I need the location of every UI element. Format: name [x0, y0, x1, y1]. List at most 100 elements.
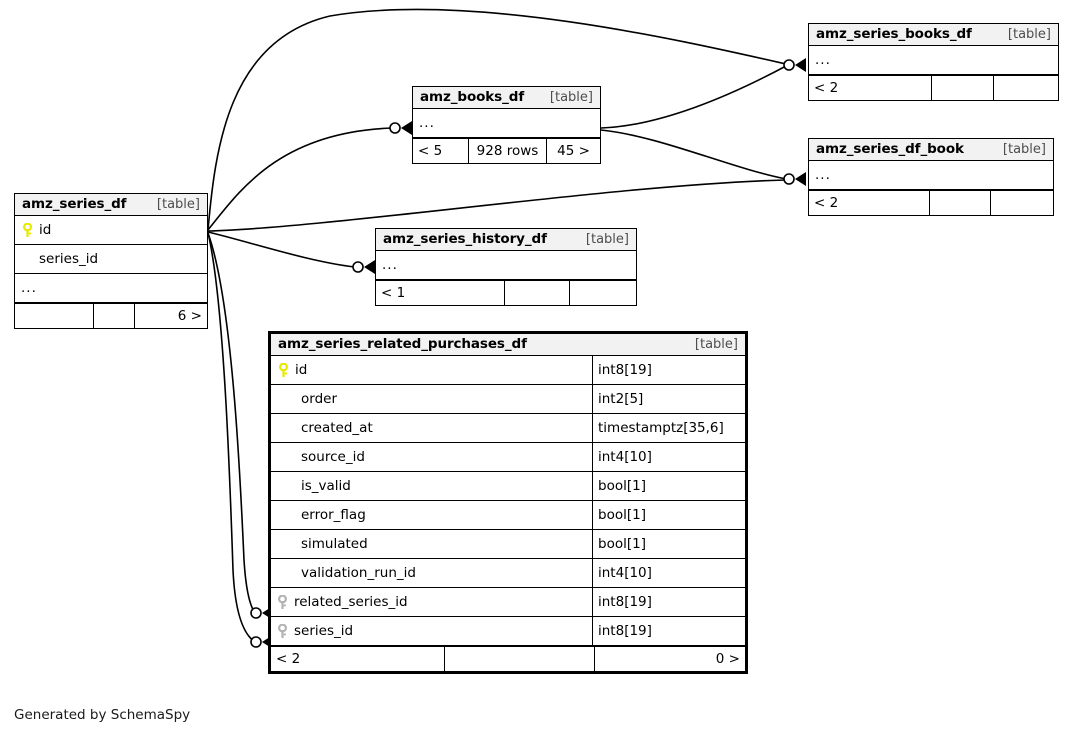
footer-rowcount [929, 191, 990, 215]
table-row: ... [376, 251, 636, 280]
table-footer: < 1 [376, 280, 636, 305]
column-type: bool[1] [592, 501, 745, 529]
column-label: id [295, 362, 308, 378]
table-row[interactable]: id int8[19] [271, 356, 745, 385]
column-type: int2[5] [592, 385, 745, 413]
footer-parents: < 1 [381, 285, 406, 301]
table-tag: [table] [549, 89, 593, 105]
footer-parents: < 5 [418, 143, 443, 159]
column-type: int4[10] [592, 559, 745, 587]
column-type: int8[19] [592, 617, 745, 645]
column-name-cell: id [15, 222, 207, 238]
table-row[interactable]: id [15, 216, 207, 245]
edge-books-to-series-df-book [600, 129, 787, 180]
footer-rowcount [504, 281, 569, 305]
more-columns-ellipsis: ... [21, 280, 37, 296]
footer-rowcount [444, 647, 594, 671]
table-node-amz-series-df-book[interactable]: amz_series_df_book [table] ... < 2 [808, 138, 1054, 216]
table-header: amz_series_df [table] [15, 194, 207, 216]
generated-by-credit: Generated by SchemaSpy [14, 707, 191, 723]
footer-children: 0 > [594, 647, 745, 671]
table-row[interactable]: validation_run_id int4[10] [271, 559, 745, 588]
table-node-amz-series-df[interactable]: amz_series_df [table] id series_id ... [14, 193, 208, 329]
table-title: amz_series_related_purchases_df [278, 336, 527, 352]
table-tag: [table] [694, 336, 738, 352]
column-name-cell: related_series_id [271, 594, 592, 610]
table-node-amz-books-df[interactable]: amz_books_df [table] ... < 5 928 rows 45… [412, 86, 601, 164]
table-row: ... [15, 274, 207, 303]
table-title: amz_series_df_book [816, 141, 964, 157]
column-name-cell: validation_run_id [271, 565, 592, 581]
gray-key-icon [278, 623, 287, 638]
footer-children: 6 > [134, 304, 207, 328]
column-name-cell: id [271, 362, 592, 378]
column-label: series_id [294, 623, 354, 639]
table-row: ... [809, 161, 1053, 190]
table-row[interactable]: created_at timestamptz[35,6] [271, 414, 745, 443]
table-header: amz_series_df_book [table] [809, 139, 1053, 161]
column-type: int8[19] [592, 588, 745, 616]
column-type: timestamptz[35,6] [592, 414, 745, 442]
footer-children [990, 191, 1053, 215]
table-node-amz-series-related-purchases-df[interactable]: amz_series_related_purchases_df [table] … [268, 331, 748, 674]
column-type: bool[1] [592, 472, 745, 500]
table-row[interactable]: error_flag bool[1] [271, 501, 745, 530]
table-header: amz_series_related_purchases_df [table] [271, 334, 745, 356]
column-label: related_series_id [294, 594, 408, 610]
edge-series-to-related-purchases-related-series-id [207, 232, 256, 614]
yellow-key-icon [279, 362, 288, 377]
footer-rowcount [93, 304, 134, 328]
table-header: amz_books_df [table] [413, 87, 600, 109]
column-label: source_id [301, 449, 365, 465]
footer-parents: < 2 [814, 195, 839, 211]
table-footer: 6 > [15, 303, 207, 328]
table-row[interactable]: series_id int8[19] [271, 617, 745, 646]
footer-children [569, 281, 636, 305]
footer-parents: < 2 [814, 80, 839, 96]
table-tag: [table] [1007, 26, 1051, 42]
more-columns-ellipsis: ... [382, 257, 398, 273]
footer-rowcount: 928 rows [468, 139, 546, 163]
table-header: amz_series_books_df [table] [809, 24, 1058, 46]
column-label: order [301, 391, 337, 407]
edge-series-to-series-history [207, 231, 356, 268]
table-node-amz-series-books-df[interactable]: amz_series_books_df [table] ... < 2 [808, 23, 1059, 101]
table-row[interactable]: source_id int4[10] [271, 443, 745, 472]
column-label: error_flag [301, 507, 366, 523]
column-label: series_id [39, 251, 99, 267]
gray-key-icon [278, 594, 287, 609]
table-row[interactable]: order int2[5] [271, 385, 745, 414]
table-row[interactable]: series_id [15, 245, 207, 274]
column-label: id [39, 222, 52, 238]
table-row[interactable]: is_valid bool[1] [271, 472, 745, 501]
column-name-cell: created_at [271, 420, 592, 436]
edge-series-to-series-df-book [207, 179, 787, 232]
column-name-cell: order [271, 391, 592, 407]
column-label: is_valid [301, 478, 351, 494]
column-label: simulated [301, 536, 368, 552]
column-name-cell: series_id [15, 251, 207, 267]
table-header: amz_series_history_df [table] [376, 229, 636, 251]
column-type: int4[10] [592, 443, 745, 471]
yellow-key-icon [23, 222, 32, 237]
column-label: validation_run_id [301, 565, 416, 581]
edge-series-to-related-purchases-series-id [207, 232, 256, 643]
footer-rowcount [931, 76, 993, 100]
table-footer: < 2 [809, 190, 1053, 215]
column-label: created_at [301, 420, 373, 436]
table-title: amz_books_df [420, 89, 525, 105]
table-node-amz-series-history-df[interactable]: amz_series_history_df [table] ... < 1 [375, 228, 637, 306]
table-footer: < 5 928 rows 45 > [413, 138, 600, 163]
table-row: ... [413, 109, 600, 138]
more-columns-ellipsis: ... [815, 52, 831, 68]
table-row[interactable]: simulated bool[1] [271, 530, 745, 559]
table-row[interactable]: related_series_id int8[19] [271, 588, 745, 617]
table-tag: [table] [585, 231, 629, 247]
more-columns-ellipsis: ... [419, 115, 435, 131]
footer-children: 45 > [546, 139, 600, 163]
table-title: amz_series_df [22, 196, 127, 212]
more-columns-ellipsis: ... [815, 167, 831, 183]
table-row: ... [809, 46, 1058, 75]
column-type: int8[19] [592, 356, 745, 384]
